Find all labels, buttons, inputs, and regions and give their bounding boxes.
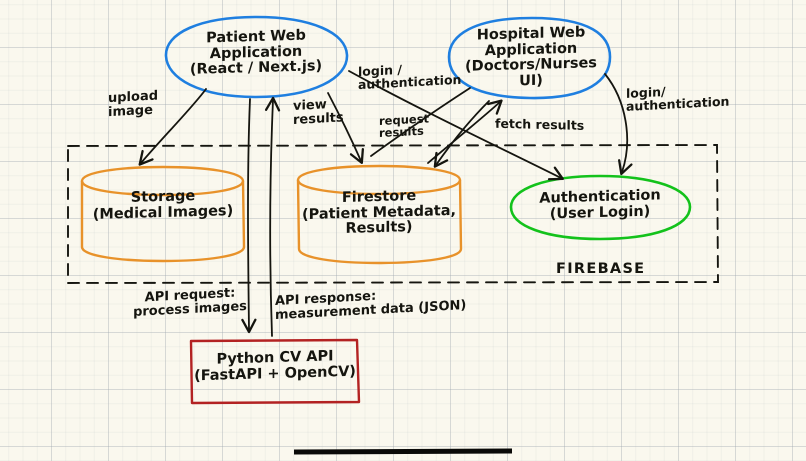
- edge-upload-image-arrow: [138, 88, 207, 166]
- edge-fetch-results-arrow: [433, 100, 490, 168]
- bottom-rule: [293, 448, 513, 455]
- edge-results-to-hospital-arrow: [427, 99, 503, 164]
- edge-api-request-arrow: [241, 98, 257, 334]
- patient-web-app-shape[interactable]: [164, 15, 349, 99]
- storage-shape[interactable]: [80, 165, 246, 263]
- python-cv-api-shape[interactable]: [189, 338, 361, 405]
- firestore-shape[interactable]: [296, 164, 463, 265]
- edge-hospital-to-storage-arrow: [370, 87, 471, 157]
- edge-login-auth-patient-arrow: [348, 70, 564, 181]
- edge-request-results-arrow: [327, 92, 365, 165]
- authentication-shape[interactable]: [509, 174, 692, 241]
- firebase-group-border: [67, 144, 719, 284]
- edge-login-auth-hospital-arrow: [604, 73, 633, 176]
- hospital-web-app-shape[interactable]: [447, 16, 612, 100]
- edge-api-response-arrow: [264, 96, 281, 337]
